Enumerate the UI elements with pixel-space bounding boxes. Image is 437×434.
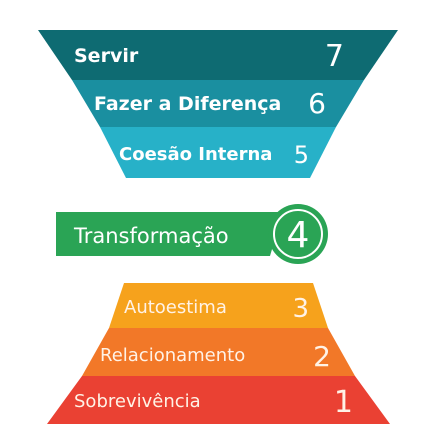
level-2-number: 2 — [313, 340, 331, 373]
level-2-relacionamento: Relacionamento 2 — [82, 328, 355, 376]
level-1-label: Sobrevivência — [74, 391, 201, 412]
level-4-band — [56, 212, 283, 256]
level-7-number: 7 — [325, 39, 344, 74]
level-4-label: Transformação — [73, 224, 229, 248]
level-1-number: 1 — [334, 385, 353, 420]
level-6-number: 6 — [308, 87, 326, 120]
level-4-transformacao: Transformação 4 — [56, 204, 328, 264]
level-3-number: 3 — [292, 294, 309, 324]
level-2-band — [82, 328, 355, 376]
level-2-label: Relacionamento — [100, 345, 245, 366]
level-6-label: Fazer a Diferença — [94, 93, 281, 115]
level-5-label: Coesão Interna — [119, 144, 272, 165]
level-5-number: 5 — [294, 141, 309, 169]
level-1-sobrevivencia: Sobrevivência 1 — [47, 376, 390, 424]
level-7-servir: Servir 7 — [38, 30, 398, 80]
level-6-fazer-a-diferenca: Fazer a Diferença 6 — [72, 80, 364, 127]
level-3-band — [109, 283, 328, 328]
level-5-coesao-interna: Coesão Interna 5 — [100, 127, 336, 178]
level-1-band — [47, 376, 390, 424]
level-5-band — [100, 127, 336, 178]
level-7-band — [38, 30, 398, 80]
level-6-band — [72, 80, 364, 127]
level-3-autoestima: Autoestima 3 — [109, 283, 328, 328]
level-3-label: Autoestima — [124, 297, 227, 318]
level-7-label: Servir — [74, 45, 139, 67]
level-4-circle-inner — [273, 209, 323, 259]
level-4-circle — [268, 204, 328, 264]
level-4-number: 4 — [287, 215, 310, 256]
